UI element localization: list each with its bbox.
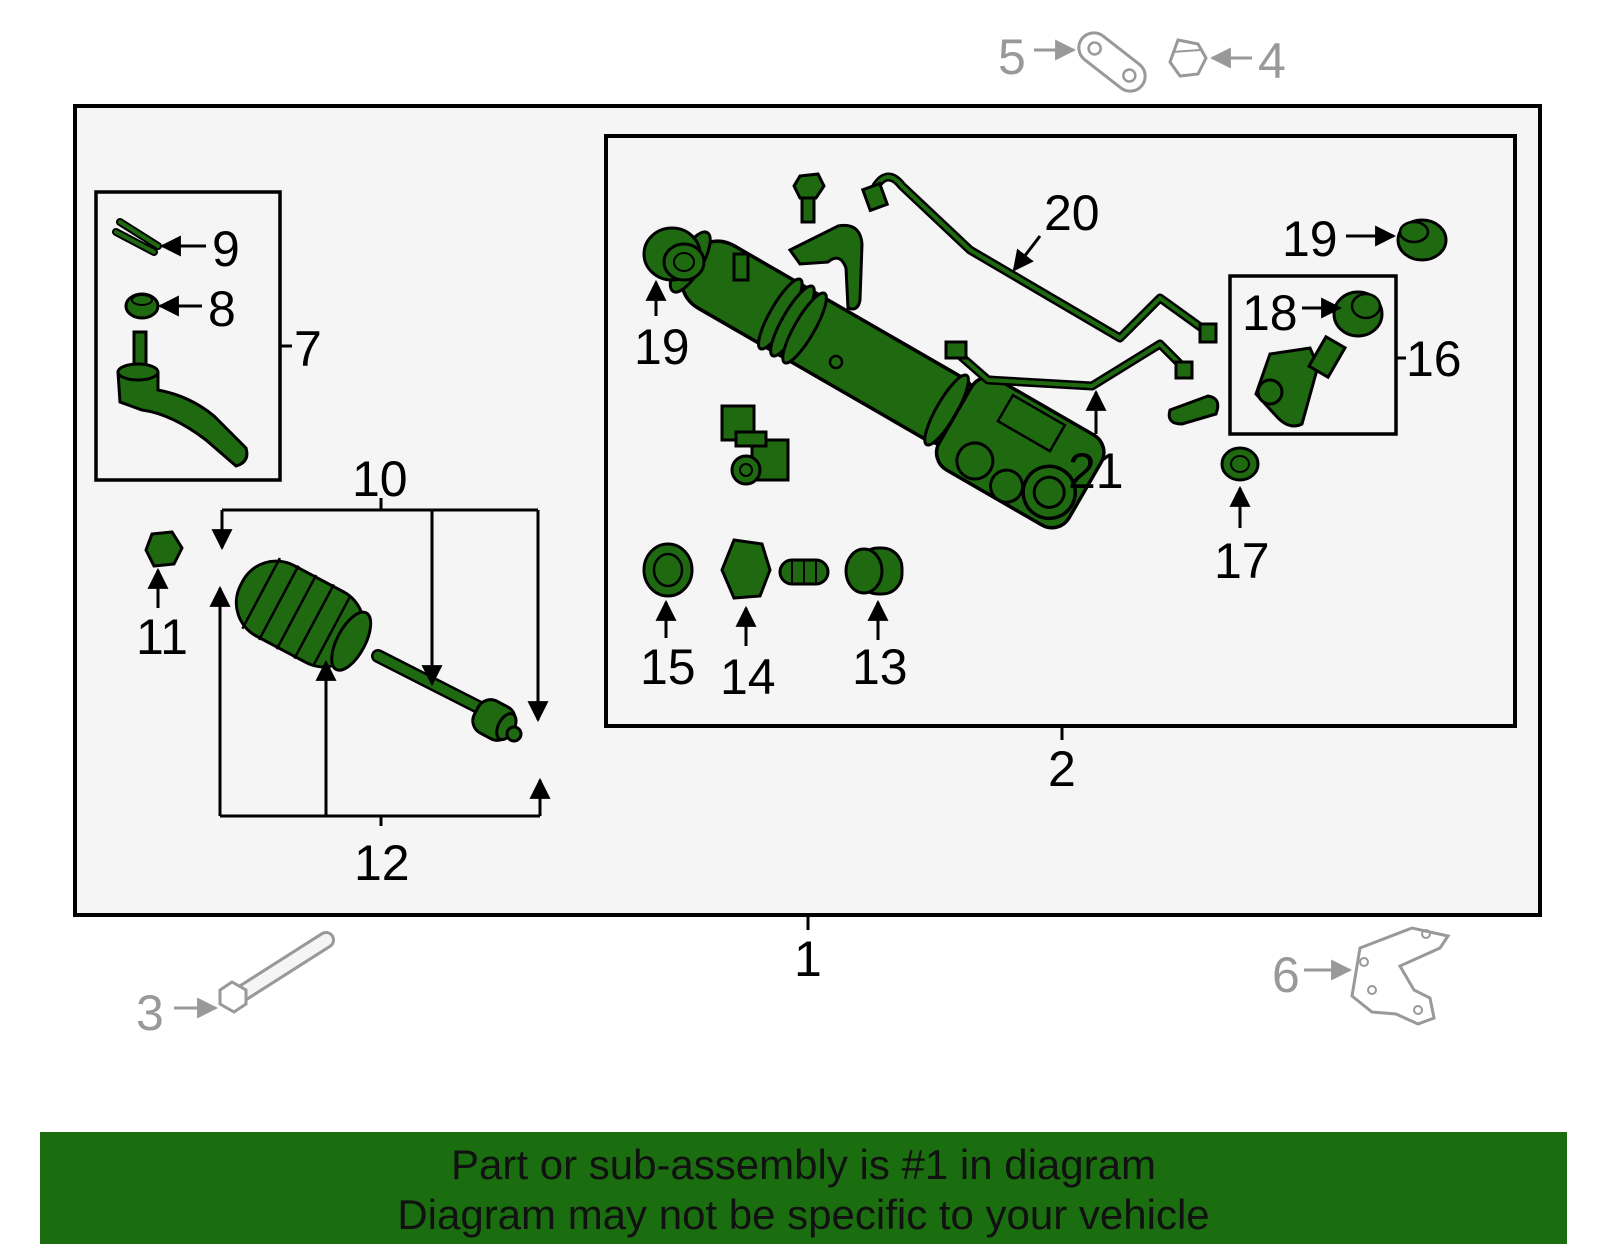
part-13-bushing[interactable] (844, 546, 904, 596)
callout-18: 18 (1242, 285, 1298, 341)
disclaimer-line-1: Part or sub-assembly is #1 in diagram (451, 1141, 1156, 1188)
part-5-bracket-plate[interactable] (1073, 27, 1151, 97)
callout-8: 8 (208, 281, 236, 337)
part-19-grommet-right[interactable] (1396, 218, 1448, 262)
callout-21: 21 (1068, 443, 1124, 499)
part-20-pressure-line[interactable] (860, 172, 1218, 344)
callout-11: 11 (136, 609, 188, 665)
callout-9: 9 (212, 221, 240, 277)
callout-1: 1 (794, 931, 822, 987)
part-19-grommet-left[interactable] (642, 226, 706, 282)
line-fitting[interactable] (1167, 394, 1220, 426)
mount-bushing[interactable] (720, 404, 790, 486)
callout-12: 12 (354, 835, 410, 891)
callout-6: 6 (1272, 947, 1300, 1003)
disclaimer-line-2: Diagram may not be specific to your vehi… (397, 1191, 1210, 1238)
part-15-seal-ring[interactable] (642, 542, 694, 598)
callout-2: 2 (1048, 741, 1076, 797)
disclaimer-banner: Part or sub-assembly is #1 in diagram Di… (40, 1132, 1567, 1244)
callout-10: 10 (352, 451, 408, 507)
part-17-o-ring[interactable] (1220, 446, 1260, 482)
callout-20: 20 (1044, 185, 1100, 241)
mount-bolt[interactable] (792, 172, 826, 224)
callout-15: 15 (640, 639, 696, 695)
part-8-castle-nut[interactable] (124, 292, 160, 320)
mount-clamp[interactable] (787, 223, 864, 311)
callout-19-left: 19 (634, 319, 690, 375)
part-3-bolt[interactable] (218, 931, 335, 1014)
callout-7: 7 (294, 321, 322, 377)
callout-17: 17 (1214, 533, 1270, 589)
callout-3: 3 (136, 985, 164, 1041)
part-18-valve-seal[interactable] (1332, 290, 1384, 338)
part-14-adjuster-plug[interactable] (720, 538, 830, 600)
callout-4: 4 (1258, 33, 1286, 89)
part-21-return-line[interactable] (944, 339, 1194, 391)
callout-14: 14 (720, 649, 776, 705)
callout-19-right: 19 (1282, 211, 1338, 267)
leader-lines (147, 225, 1406, 930)
tie-rod-end-frame (94, 190, 282, 482)
part-11-jam-nut[interactable] (144, 530, 184, 568)
part-9-cotter-pin[interactable] (112, 218, 162, 256)
callout-5: 5 (998, 29, 1026, 85)
callout-13: 13 (852, 639, 908, 695)
part-6-mount-bracket[interactable] (1350, 926, 1451, 1026)
part-16-control-valve[interactable] (1254, 334, 1348, 428)
part-12-boot[interactable] (222, 546, 383, 685)
leader-lines-gray (174, 39, 1353, 1019)
part-4-nut[interactable] (1168, 38, 1208, 78)
part-7-tie-rod-end[interactable] (116, 330, 249, 468)
callout-16: 16 (1406, 331, 1462, 387)
callout-labels: 9 8 7 10 11 12 19 20 21 19 18 16 17 15 1… (136, 29, 1462, 1041)
valve-subassembly-frame (1228, 274, 1398, 436)
